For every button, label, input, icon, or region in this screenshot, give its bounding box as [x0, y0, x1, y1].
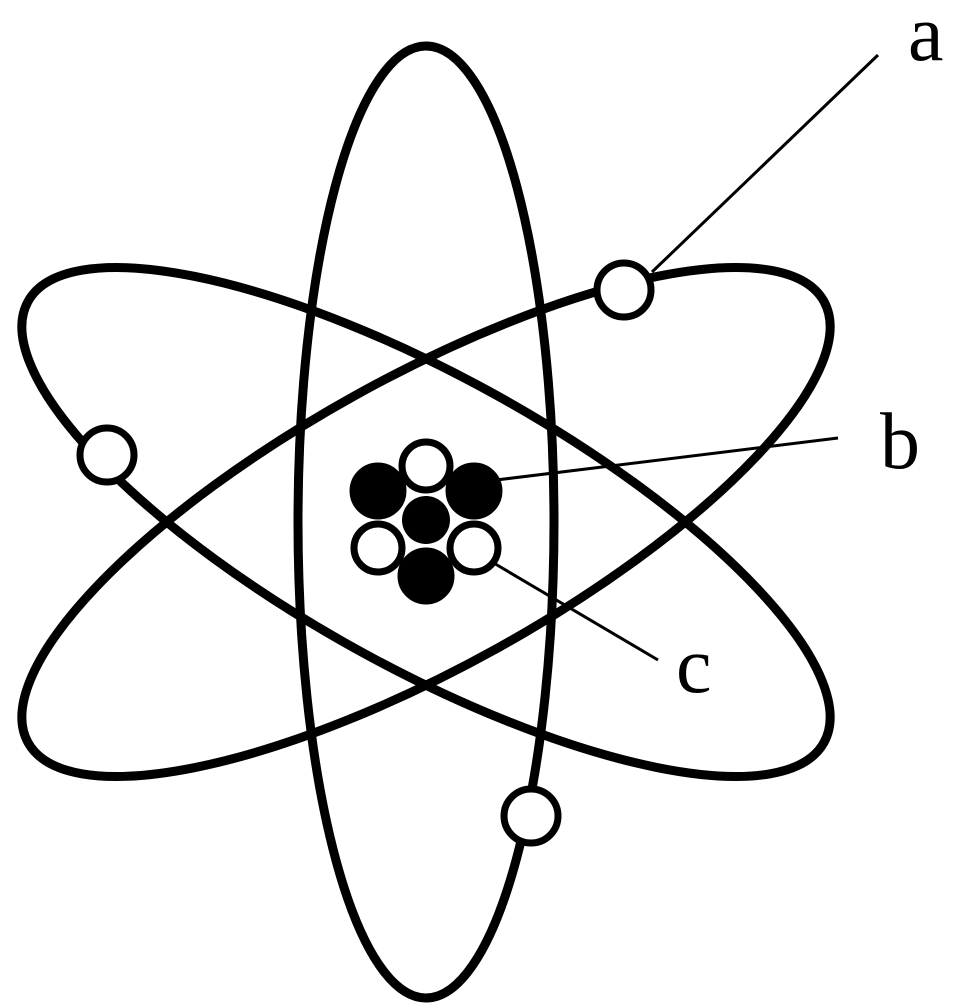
orbits	[17, 41, 835, 1003]
proton	[397, 547, 455, 605]
electrons	[76, 259, 655, 847]
electron	[593, 259, 655, 321]
electron	[500, 785, 562, 847]
proton	[445, 462, 503, 520]
leader-line-a	[650, 53, 880, 274]
neutron	[446, 520, 502, 576]
neutron	[350, 520, 406, 576]
orbit-vertical	[293, 41, 559, 1003]
electron	[76, 424, 138, 486]
label-a: a	[908, 0, 944, 78]
leader-line-b	[479, 436, 839, 484]
label-c: c	[676, 622, 712, 710]
leader-lines	[479, 53, 880, 662]
orbit-tilted-down	[17, 263, 835, 781]
leader-line-c	[491, 560, 659, 662]
labels: a b c	[676, 0, 944, 710]
proton	[349, 462, 407, 520]
proton	[402, 496, 450, 544]
label-b: b	[880, 398, 920, 486]
neutron	[398, 438, 454, 494]
orbit-tilted-up	[17, 263, 835, 781]
nucleus	[349, 438, 503, 605]
